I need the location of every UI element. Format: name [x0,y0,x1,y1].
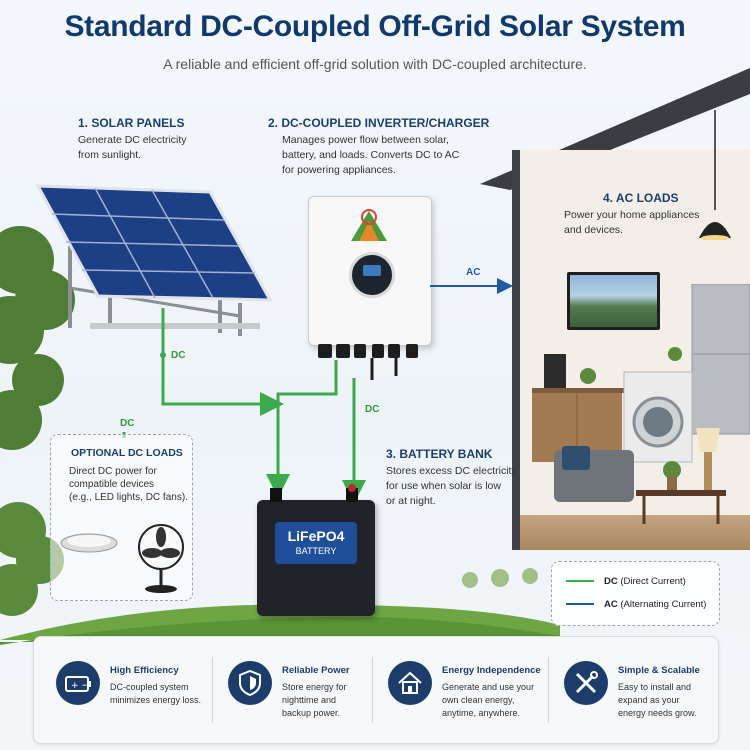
legend: DC (Direct Current) AC (Alternating Curr… [551,561,720,626]
shield-icon [228,661,272,705]
dc-label-battery: DC [365,404,380,415]
inverter-display [349,252,395,298]
optional-dc-text: Direct DC power for compatible devices (… [69,466,188,503]
inverter-text: Manages power flow between solar, batter… [282,134,460,176]
page-title: Standard DC-Coupled Off-Grid Solar Syste… [64,10,686,43]
pendant-lamp [699,110,731,240]
dc-label-left: DC [120,418,135,429]
solar-panels-heading: 1. SOLAR PANELS [78,116,185,130]
house-floor [520,515,750,550]
home-appliances [532,284,750,524]
tree-left-lower [0,502,64,616]
page-subtitle: A reliable and efficient off-grid soluti… [163,56,587,72]
optional-dc-heading: OPTIONAL DC LOADS [71,447,183,459]
battery-icon: + − [56,661,100,705]
inverter-heading: 2. DC-COUPLED INVERTER/CHARGER [268,116,490,130]
feature-energy-independence: Energy Independence Generate and use you… [388,649,553,729]
svg-text:+ −: + − [71,681,89,691]
led-light-icon [60,533,118,553]
battery-bank-heading: 3. BATTERY BANK [386,447,493,461]
solar-panels-text: Generate DC electricity from sunlight. [78,134,187,161]
ac-label: AC [466,267,481,278]
house-icon [388,661,432,705]
legend-item-ac: AC (Alternating Current) [566,599,706,610]
dc-label-panel: DC [171,350,186,361]
fan-icon [138,524,184,593]
inverter-charger [308,196,432,346]
dc-devices [60,524,184,593]
television [567,272,660,330]
tree-left [0,226,75,450]
optional-dc-loads-box: OPTIONAL DC LOADS Direct DC power for co… [50,434,193,601]
inverter-logo-icon [351,209,387,241]
battery-bank-text: Stores excess DC electricity for use whe… [386,465,517,507]
battery-label: LiFePO4 BATTERY [275,522,357,564]
battery-terminals [270,484,358,502]
inverter-terminals [318,344,418,380]
legend-item-dc: DC (Direct Current) [566,576,686,587]
lifepo4-battery: LiFePO4 BATTERY [257,500,375,616]
ac-loads-heading: 4. AC LOADS [603,191,679,205]
tools-icon [564,661,608,705]
solar-panel-array [35,184,273,336]
ac-loads-text: Power your home appliances and devices. [564,209,700,236]
